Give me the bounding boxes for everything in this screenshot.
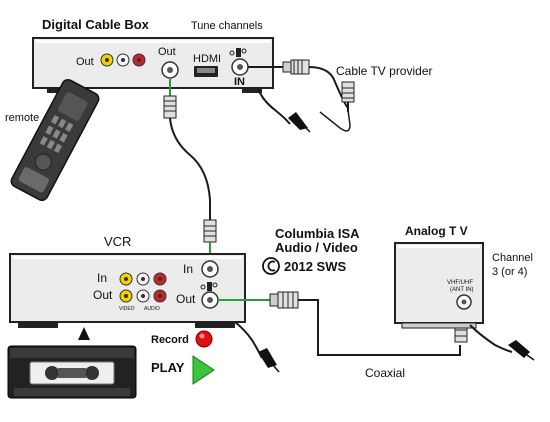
record-icon bbox=[195, 330, 213, 348]
vhs-cassette-icon bbox=[7, 345, 137, 399]
vcr: VCR In Out VIDEO AUDIO In Out bbox=[9, 234, 246, 328]
credit-line2: Audio / Video bbox=[275, 240, 358, 255]
vcr-coax-in-jack bbox=[201, 260, 219, 278]
remote-label: remote bbox=[5, 112, 39, 124]
vcr-foot-right bbox=[195, 322, 235, 328]
vcr-rf-in-label: In bbox=[183, 262, 193, 276]
vcr-coax-out-jack bbox=[201, 291, 219, 309]
remote-control-icon bbox=[10, 78, 100, 202]
vcr-av-out-label: Out bbox=[93, 288, 113, 302]
vcr-ant-icon bbox=[200, 282, 218, 291]
tv-base bbox=[401, 322, 477, 329]
play-icon bbox=[192, 355, 215, 385]
cable-box-coax-in-jack bbox=[231, 58, 249, 76]
vcr-title: VCR bbox=[104, 234, 131, 249]
tv-channel-line1: Channel bbox=[492, 252, 533, 264]
tv-power-cord bbox=[469, 324, 535, 361]
cable-tv-provider-cable bbox=[248, 59, 351, 132]
cable-tv-drop-connector bbox=[341, 81, 355, 112]
cable-box-subtitle: Tune channels bbox=[191, 20, 263, 32]
cable-box-out-left-label: Out bbox=[76, 56, 94, 68]
pointer-arrow-icon bbox=[78, 327, 90, 340]
credit-copyright: 2012 SWS bbox=[284, 259, 346, 274]
record-label: Record bbox=[151, 334, 189, 346]
vcr-rca-in-jacks bbox=[119, 272, 167, 286]
vcr-video-label: VIDEO bbox=[119, 306, 135, 312]
coaxial-label: Coaxial bbox=[365, 366, 405, 380]
cable-box-foot-left bbox=[47, 88, 67, 93]
vcr-power-cord bbox=[234, 321, 280, 373]
vcr-rca-out-jacks bbox=[119, 289, 167, 303]
vcr-rf-out-label: Out bbox=[176, 292, 196, 306]
cable-box-rca-video-jack bbox=[100, 53, 114, 67]
tv-title: Analog T V bbox=[405, 224, 468, 238]
record-control: Record bbox=[151, 330, 213, 348]
play-control: PLAY bbox=[151, 355, 215, 385]
vcr-av-in-label: In bbox=[97, 271, 107, 285]
credit-line1: Columbia ISA bbox=[275, 226, 360, 241]
play-label: PLAY bbox=[151, 360, 185, 375]
tv-port-label-line1: VHF/UHF bbox=[447, 280, 473, 286]
tv-body bbox=[394, 242, 484, 324]
cable-box: Digital Cable Box Tune channels Out Out … bbox=[32, 17, 274, 93]
tv-channel-line2: 3 (or 4) bbox=[492, 266, 527, 278]
cable-box-ant-icon bbox=[229, 48, 247, 57]
credit-block: Columbia ISA Audio / Video 2012 SWS bbox=[262, 226, 360, 275]
copyright-icon bbox=[262, 257, 280, 275]
cable-box-rca-audio-left-jack bbox=[116, 53, 130, 67]
tv-ant-in-jack bbox=[456, 294, 472, 310]
tv-port-label-line2: (ANT IN) bbox=[450, 287, 474, 293]
cable-box-power-cord bbox=[257, 87, 311, 133]
cable-box-in-label: IN bbox=[234, 76, 245, 88]
hdmi-label: HDMI bbox=[193, 53, 221, 65]
vcr-audio-label: AUDIO bbox=[144, 306, 160, 312]
cable-box-foot-right bbox=[242, 88, 262, 93]
cable-box-title: Digital Cable Box bbox=[42, 17, 150, 32]
cable-box-out-center-label: Out bbox=[158, 46, 176, 58]
cable-box-coax-out-jack bbox=[161, 61, 179, 79]
cable-tv-provider-label: Cable TV provider bbox=[336, 64, 433, 78]
vcr-foot-left bbox=[18, 322, 58, 328]
coax-box-to-vcr bbox=[163, 78, 217, 261]
analog-tv: Analog T V VHF/UHF (ANT IN) Channel 3 (o… bbox=[394, 224, 533, 329]
cable-box-rca-audio-right-jack bbox=[132, 53, 146, 67]
